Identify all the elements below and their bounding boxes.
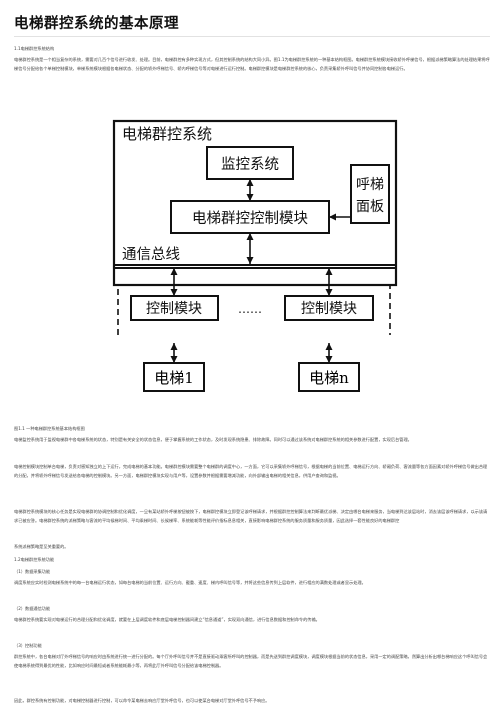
paragraph-control-module: 电梯控制模块控制单台电梯，负责对感知独立的上下运行，完成电梯的基本功能。电梯群控…: [14, 464, 488, 479]
figure-caption: 图1.1 一种电梯群控系统基本结构框图: [14, 426, 85, 431]
control-arrow-up: [246, 233, 254, 240]
bus-module1-arrow-up: [170, 268, 178, 275]
elevator-n-box: [298, 362, 360, 392]
item-data-acquisition: （1）数据采集功能: [14, 569, 51, 574]
paragraph-conclusion: 因此，群控系统有控制功能，对电梯控制器进行控制，可以命令某电梯去响应厅堂外呼信号…: [14, 698, 270, 703]
paragraph-data-communication: 电梯群控系统要实现对电梯运行的合理分配和优化调度，就要在上层调度软件和底层电梯控…: [14, 617, 320, 622]
bus-modulen-arrow-up: [325, 268, 333, 275]
control-module-label-n: 控制模块: [301, 301, 357, 317]
section-heading-1-2: 1.2电梯群控系统功能: [14, 557, 55, 562]
monitor-system-label: 监控系统: [221, 156, 279, 173]
paragraph-monitor: 电梯监控系统用于监视电梯群中各电梯系统的状态，特别是有关安全的状态信息，便于掌握…: [14, 437, 412, 442]
monitor-arrow-up: [246, 179, 254, 186]
elevator-n-label: 电梯n: [309, 369, 349, 387]
elevator-diagram: 电梯1 电梯n: [143, 343, 360, 392]
page-title: 电梯群控系统的基本原理: [14, 16, 179, 32]
title-divider: [14, 36, 490, 37]
control-module-box-n: [284, 295, 374, 321]
module-ellipsis: ……: [238, 302, 262, 316]
bus-modulen-arrow-down: [325, 289, 333, 296]
control-arrow-down: [246, 257, 254, 264]
paragraph-control-function: 群控系统中，各台电梯对厅外呼梯信号的响应时由系统进行统一进行分配的。每个厅外呼叫…: [14, 654, 488, 669]
item-data-communication: （2）数据通信功能: [14, 606, 51, 611]
paragraph-data-acquisition: 调度系统应实时检测电梯系统中的每一台电梯运行状态，如每台电梯的当前位置、运行方向…: [14, 580, 366, 585]
section-heading-1-1: 1.1电梯群控系统结构: [14, 46, 55, 51]
item-control-function: （3）控制功能: [14, 643, 42, 648]
panel-arrow-left: [329, 213, 336, 221]
architecture-diagram: 电梯群控系统 监控系统 电梯群控控制模块 呼梯 面板 通信总线: [112, 119, 398, 344]
hall-call-panel-box: [350, 164, 390, 224]
paragraph-core-task: 电梯群控系统模块的核心任务是实现电梯群的协调控制和优化调度，一旦有某站轿外呼梯按…: [14, 509, 488, 524]
control-module-box-1: [130, 295, 219, 321]
control-module-label-1: 控制模块: [146, 301, 202, 317]
paragraph-structure: 电梯群控系统是一个相当复杂的系统，需要对几百个信号进行收发、处理。目前，电梯群控…: [14, 57, 490, 72]
group-system-frame: [112, 119, 398, 287]
elevator-1-box: [143, 362, 205, 392]
group-system-label: 电梯群控系统: [122, 125, 212, 143]
group-control-label: 电梯群控控制模块: [192, 210, 308, 227]
hall-call-panel-label-line2: 面板: [356, 199, 384, 215]
paragraph-core-task-end: 系统派梯策略是至关重要的。: [14, 544, 69, 549]
bus-label: 通信总线: [122, 246, 180, 263]
bus-module1-arrow-down: [170, 289, 178, 296]
elevator-1-label: 电梯1: [154, 369, 194, 387]
monitor-arrow-down: [246, 194, 254, 201]
hall-call-panel-label-line1: 呼梯: [356, 177, 384, 193]
architecture-figure: 电梯群控系统 监控系统 电梯群控控制模块 呼梯 面板 通信总线: [108, 115, 400, 344]
